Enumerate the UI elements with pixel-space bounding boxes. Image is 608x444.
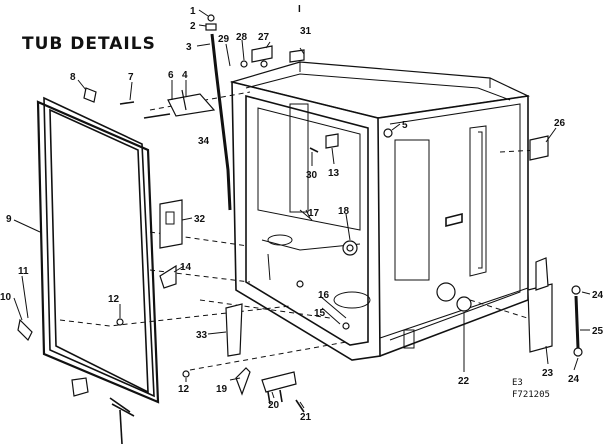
- label-30: 30: [306, 170, 318, 181]
- tub-body: [229, 61, 531, 361]
- label-12-a: 12: [108, 294, 120, 305]
- label-11: 11: [18, 266, 29, 277]
- label-22: 22: [458, 376, 470, 387]
- label-25: 25: [592, 326, 604, 337]
- label-29: 29: [218, 34, 230, 45]
- label-13: 13: [328, 168, 340, 179]
- label-28: 28: [236, 32, 248, 43]
- small-parts: [17, 14, 583, 413]
- label-34: 34: [198, 136, 210, 147]
- label-14: 14: [180, 262, 192, 273]
- label-10: 10: [0, 292, 12, 303]
- label-12-b: 12: [178, 384, 190, 395]
- label-26: 26: [554, 118, 566, 129]
- label-9: 9: [6, 214, 12, 225]
- label-18: 18: [338, 206, 350, 217]
- label-5: 5: [402, 120, 408, 131]
- label-32: 32: [194, 214, 206, 225]
- label-31: 31: [300, 26, 312, 37]
- code-line-1: E3: [512, 378, 523, 388]
- label-17: 17: [308, 208, 320, 219]
- label-24-a: 24: [592, 290, 604, 301]
- label-24-b: 24: [568, 374, 580, 385]
- label-33: 33: [196, 330, 208, 341]
- top-mark: I: [298, 4, 301, 15]
- label-27: 27: [258, 32, 270, 43]
- label-23: 23: [542, 368, 554, 379]
- label-19: 19: [216, 384, 228, 395]
- diagram-title: TUB DETAILS: [22, 34, 156, 54]
- door-gasket: [36, 96, 160, 444]
- label-2: 2: [190, 21, 196, 32]
- label-21: 21: [300, 412, 312, 423]
- label-15: 15: [314, 308, 326, 319]
- leader-lines: [13, 9, 591, 409]
- callout-labels: 1 2 3 4 5 6 7 8 9 10 11 12 12 13 14 15 1…: [0, 6, 604, 423]
- label-7: 7: [128, 72, 134, 83]
- label-3: 3: [186, 42, 192, 53]
- code-line-2: F721205: [512, 390, 550, 400]
- label-1: 1: [190, 6, 196, 17]
- label-16: 16: [318, 290, 330, 301]
- label-20: 20: [268, 400, 280, 411]
- label-6: 6: [168, 70, 174, 81]
- label-4: 4: [182, 70, 188, 81]
- label-8: 8: [70, 72, 76, 83]
